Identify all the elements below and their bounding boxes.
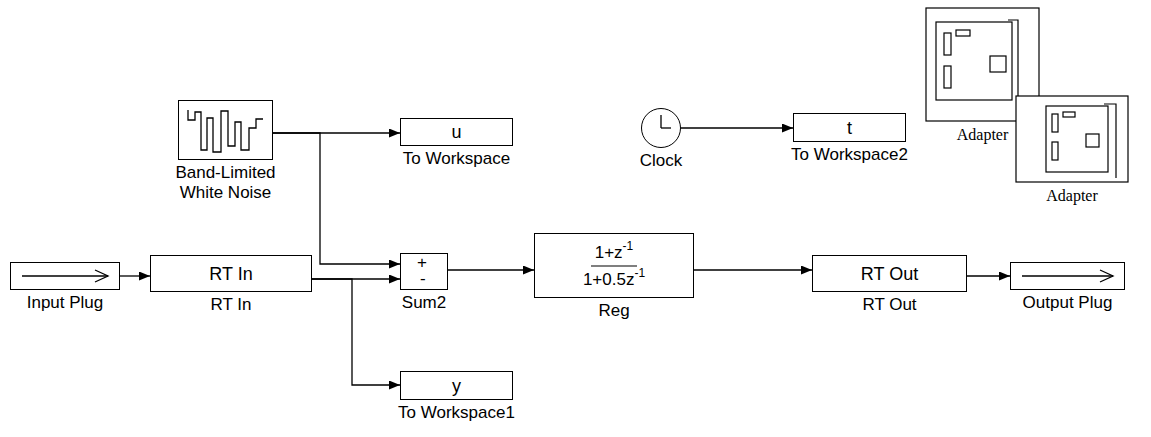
- transfer-fcn-block: 1+z-11+0.5z-1Reg: [534, 233, 694, 298]
- clock-hand: [660, 115, 661, 128]
- plug-arrow: [1100, 270, 1113, 282]
- exponent: -1: [634, 266, 645, 278]
- fraction-line: 1+z-1: [591, 242, 638, 266]
- signal-line: [448, 269, 534, 270]
- block-name: Sum2: [402, 293, 446, 313]
- block-name: Output Plug: [1023, 293, 1113, 313]
- block-name: RT In: [211, 295, 252, 315]
- workspace-block: yTo Workspace1: [400, 371, 513, 400]
- signal-line: [694, 269, 812, 270]
- plug-block: Input Plug: [10, 262, 120, 290]
- noise-block: Band-Limited White Noise: [178, 100, 273, 160]
- block-name: Input Plug: [27, 293, 104, 313]
- clock-block: Clock: [641, 108, 681, 148]
- workspace-block: tTo Workspace2: [793, 113, 906, 142]
- block-text: u: [401, 122, 512, 142]
- block-name: Adapter: [1044, 186, 1100, 206]
- block-name: RT Out: [862, 295, 916, 315]
- adapter-icon: [1016, 96, 1128, 182]
- plug-arrow: [1022, 275, 1113, 276]
- port-sign: -: [420, 269, 426, 289]
- block-text: RT Out: [813, 264, 966, 284]
- workspace-block: uTo Workspace: [400, 118, 513, 146]
- signal-line: [273, 133, 400, 264]
- adapter-block: Adapter: [926, 8, 1039, 121]
- signal-line: [681, 127, 793, 128]
- fraction: 1+z-11+0.5z-1: [535, 242, 693, 289]
- block-name: Adapter: [955, 125, 1011, 145]
- rt-block: RT InRT In: [150, 255, 312, 292]
- rt-block: RT OutRT Out: [812, 255, 967, 292]
- sum-block: +-Sum2: [400, 253, 448, 290]
- plug-block: Output Plug: [1010, 262, 1125, 290]
- signal-line: [312, 279, 400, 385]
- block-text: RT In: [151, 264, 311, 284]
- exponent: -1: [623, 239, 634, 251]
- plug-arrow: [95, 270, 108, 282]
- clock-hand: [661, 127, 671, 128]
- numerator: 1+z: [595, 242, 623, 262]
- block-name: To Workspace2: [791, 145, 908, 165]
- block-name: Clock: [640, 151, 683, 171]
- block-text: t: [794, 118, 905, 138]
- fraction-line: 1+0.5z-1: [579, 269, 649, 289]
- plug-arrow: [22, 275, 108, 276]
- signal-line: [967, 275, 1010, 276]
- signal-line: [120, 275, 150, 276]
- block-text: y: [401, 376, 512, 396]
- noise-waveform: [188, 110, 263, 152]
- block-name: To Workspace1: [398, 403, 515, 423]
- block-name: Band-Limited White Noise: [156, 163, 296, 203]
- block-name: Reg: [598, 301, 629, 321]
- block-name: To Workspace: [403, 149, 510, 169]
- denominator: 1+0.5z: [583, 269, 635, 289]
- adapter-block: Adapter: [1016, 96, 1128, 182]
